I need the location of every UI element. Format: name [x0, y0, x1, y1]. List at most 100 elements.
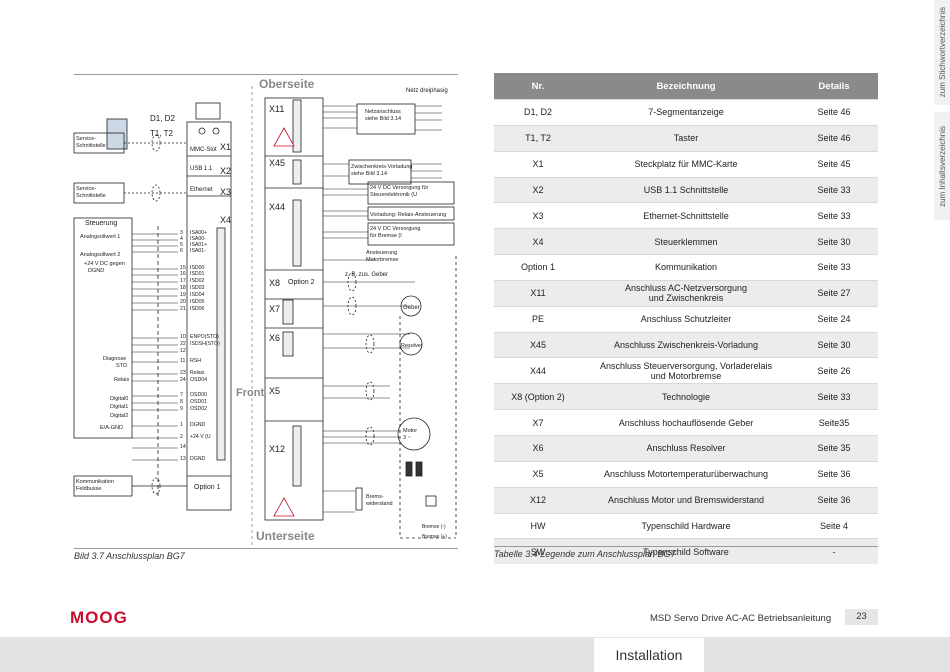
x4-pin-signal: ISD04: [190, 292, 205, 298]
cell-details: Seite 46: [790, 99, 878, 126]
cell-details: Seite 33: [790, 254, 878, 281]
x4-pin-signal: ISD06: [190, 306, 205, 312]
x4-pin-number: 20: [180, 299, 186, 305]
connector-label-x2: X2: [220, 166, 231, 176]
x4-pin-number: 14: [180, 444, 186, 450]
section-tab[interactable]: Installation: [594, 638, 704, 672]
cell-nr: Option 1: [494, 254, 582, 281]
cell-bezeichnung: Typenschild Software: [582, 538, 790, 565]
connector-label-x44: X44: [269, 202, 285, 212]
x4-pin-number: 8: [180, 399, 183, 405]
x4-pin-number: 3: [180, 230, 183, 236]
cell-bezeichnung: Typenschild Hardware: [582, 512, 790, 539]
toc-label: zum Inhaltsverzeichnis: [937, 125, 947, 207]
x4-pin-signal: ISA01+: [190, 242, 207, 248]
relais-label: Relais: [114, 377, 130, 383]
ea-gnd-label: E/A-GND: [100, 425, 123, 431]
x4-pin-signal: DGND: [190, 422, 206, 428]
cell-nr: X6: [494, 434, 582, 462]
cell-bezeichnung: Ethernet-Schnittstelle: [582, 202, 790, 229]
x4-pin-signal: ISD03: [190, 285, 205, 291]
usb-label: USB 1.1: [190, 166, 213, 172]
cell-nr: X4: [494, 228, 582, 255]
x4-pin-number: 5: [180, 242, 183, 248]
cell-bezeichnung: Anschluss Resolver: [582, 434, 790, 462]
cell-bezeichnung: Technologie: [582, 383, 790, 410]
mmc-slot-label: MMC-Slot: [190, 147, 217, 153]
cell-bezeichnung: Anschluss Zwischenkreis-Vorladung: [582, 331, 790, 358]
dgnd-label: DGND: [88, 268, 104, 274]
cell-nr: X12: [494, 486, 582, 513]
x4-pin-number: 19: [180, 292, 186, 298]
service-interface-1-label: Service-Schnittstelle: [76, 136, 106, 149]
ethernet-label: Ethernet: [190, 187, 213, 193]
cell-nr: X5: [494, 460, 582, 488]
connector-label-x45: X45: [269, 158, 285, 168]
keyword-index-label: zum Stichwortverzeichnis: [937, 7, 947, 98]
section-label: Installation: [615, 647, 683, 663]
option1-label: Option 1: [194, 484, 221, 491]
cell-nr: D1, D2: [494, 99, 582, 126]
x4-pin-number: 16: [180, 271, 186, 277]
cell-details: Seite 30: [790, 228, 878, 255]
keyword-index-tab[interactable]: zum Stichwortverzeichnis: [934, 0, 950, 105]
x4-pin-number: 15: [180, 265, 186, 271]
connector-label-x12: X12: [269, 444, 285, 454]
digital2-label: Digital2: [110, 413, 128, 419]
x4-pin-number: 24: [180, 377, 186, 383]
cell-details: Seite 33: [790, 383, 878, 410]
connector-label-x7: X7: [269, 304, 280, 314]
cell-details: Seite 4: [790, 512, 878, 539]
cell-nr: X11: [494, 279, 582, 307]
dc-gegen-label: +24 V DC gegen: [84, 261, 125, 267]
cell-bezeichnung: Anschluss hochauflösende Geber: [582, 409, 790, 436]
connector-label-x5: X5: [269, 386, 280, 396]
connector-label-x11: X11: [269, 104, 284, 114]
cell-nr: X8 (Option 2): [494, 383, 582, 410]
cell-nr: X7: [494, 409, 582, 436]
connector-label-x8: X8: [269, 278, 280, 288]
cell-bezeichnung: Anschluss Motor und Bremswiderstand: [582, 486, 790, 513]
x4-pin-number: 23: [180, 370, 186, 376]
net-label: Netz dreiphasig: [406, 88, 448, 94]
table-header-row: Nr. Bezeichnung Details: [494, 73, 878, 100]
x4-pin-signal: ISD02: [190, 278, 205, 284]
x4-pin-signal: ENPO(STO): [190, 334, 219, 340]
x4-pin-signal: DGND: [190, 456, 206, 462]
cell-details: Seite35: [790, 409, 878, 436]
zb-geber-label: z. B. zus. Geber: [345, 272, 388, 278]
top-label: Oberseite: [259, 77, 315, 91]
cell-details: Seite 45: [790, 150, 878, 178]
x4-pin-signal: Relais: [190, 370, 205, 376]
diagnose-label: Diagnose: [103, 356, 126, 362]
x4-pin-signal: ISDSH(STO): [190, 341, 220, 347]
analog1-label: Analogsollwert 1: [80, 234, 120, 240]
page-number: 23: [845, 609, 878, 625]
cell-bezeichnung: Anschluss Steuerversorgung, Vorladerelai…: [582, 357, 790, 384]
cell-details: Seite 27: [790, 279, 878, 307]
x4-pin-signal: OSD01: [190, 399, 207, 405]
brake-resistor-label: Brems-widerstand: [365, 494, 393, 507]
cell-details: Seite 26: [790, 357, 878, 384]
cell-bezeichnung: Taster: [582, 124, 790, 152]
cell-bezeichnung: Steckplatz für MMC-Karte: [582, 150, 790, 178]
toc-tab[interactable]: zum Inhaltsverzeichnis: [934, 112, 950, 220]
cell-nr: SW: [494, 538, 582, 565]
cell-nr: HW: [494, 512, 582, 539]
moog-logo: MOOG: [70, 608, 128, 627]
cell-details: Seite 30: [790, 331, 878, 358]
cell-details: Seite 33: [790, 202, 878, 229]
x4-pin-signal: +24 V (U: [190, 434, 211, 440]
